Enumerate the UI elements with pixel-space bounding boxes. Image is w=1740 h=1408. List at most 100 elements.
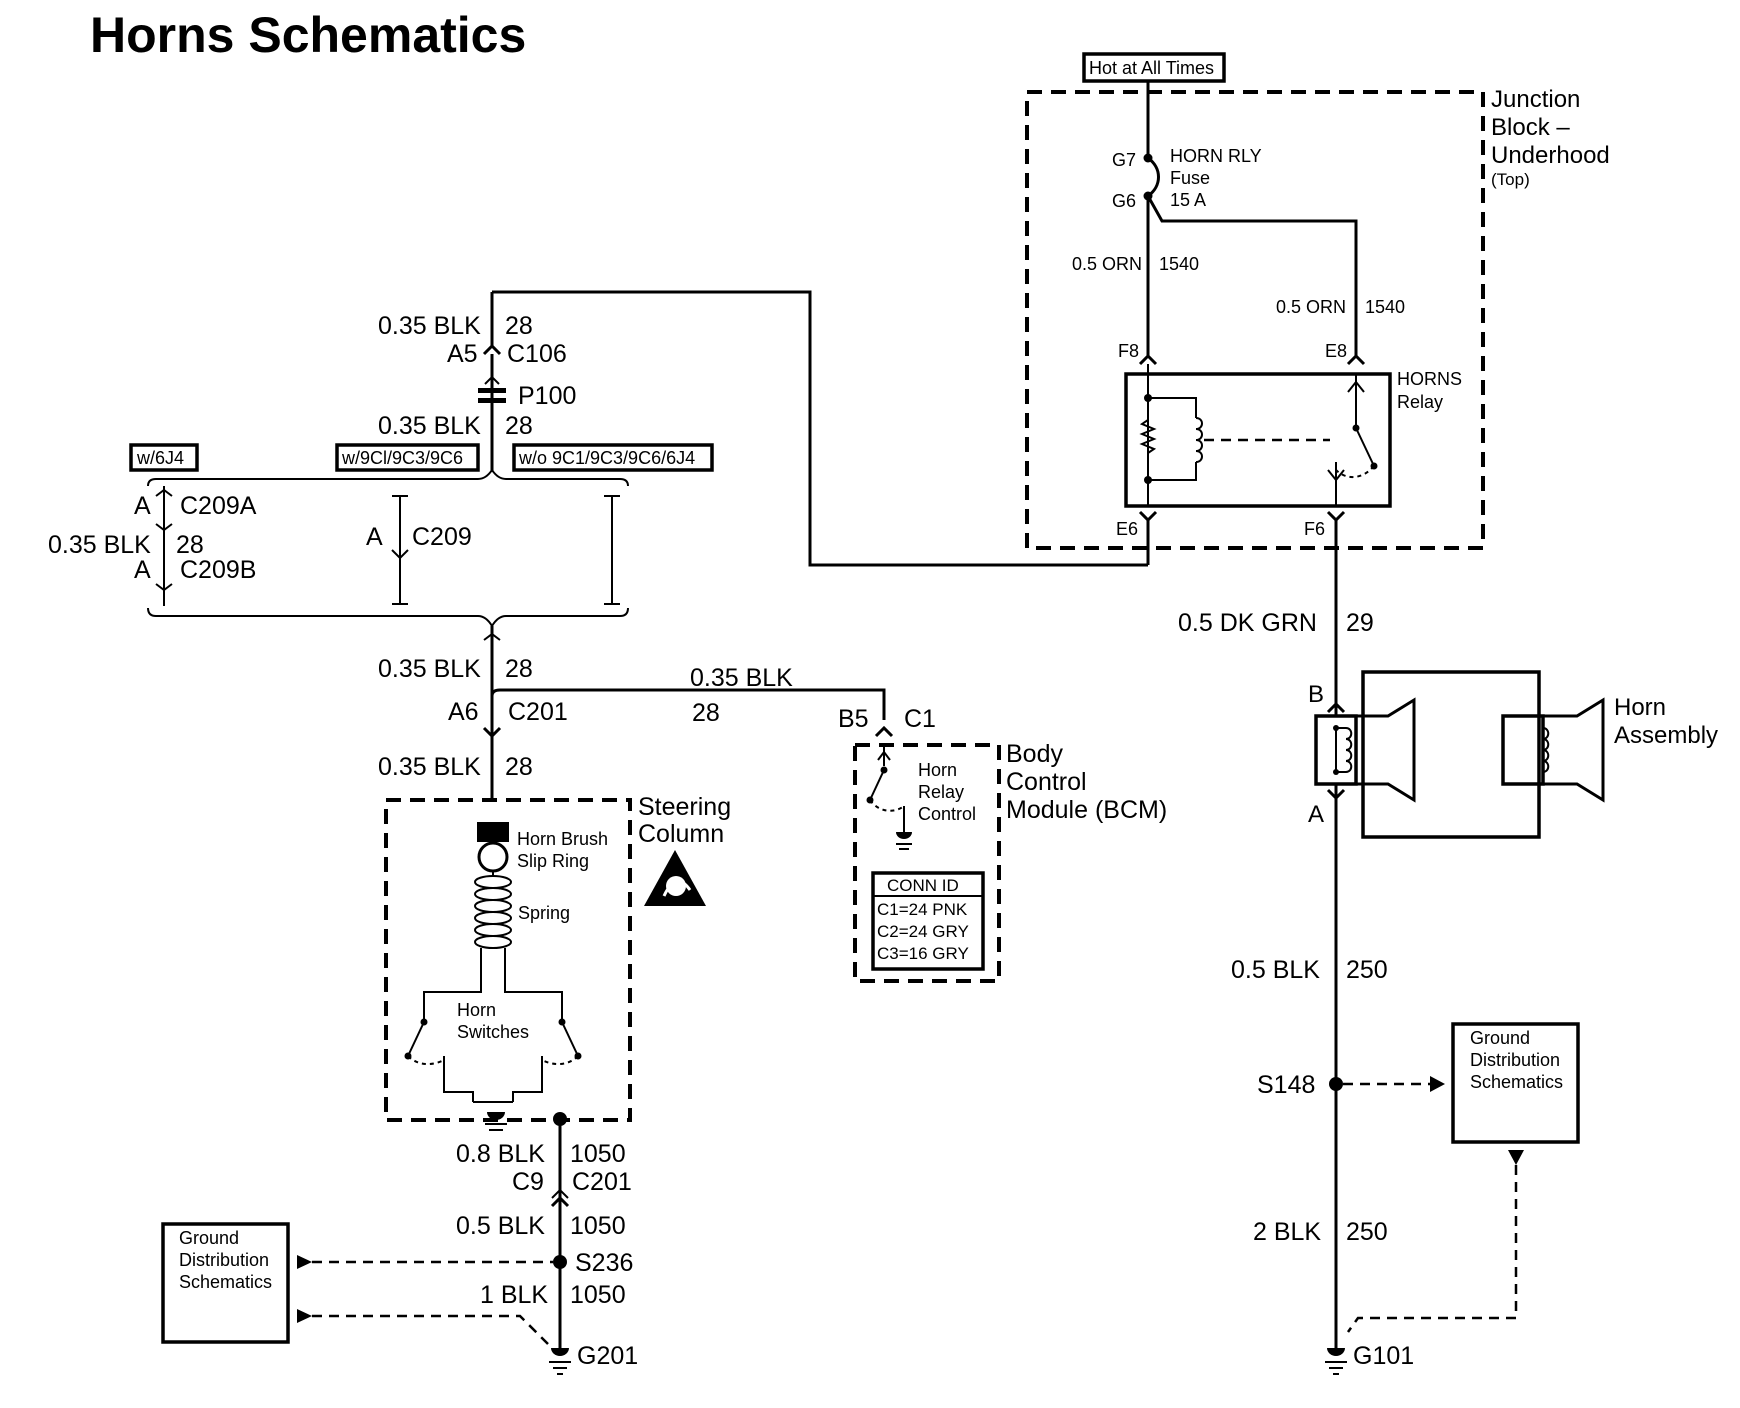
wire-28-low-gauge: 0.35 BLK	[378, 753, 481, 781]
svg-text:Control: Control	[918, 804, 976, 824]
horns-relay-label: HORNS Relay	[1397, 369, 1462, 412]
svg-text:Column: Column	[638, 820, 724, 848]
hot-at-all-times-text: Hot at All Times	[1089, 58, 1214, 78]
fuse-element-icon	[1147, 156, 1160, 198]
option-bypass-caps	[604, 495, 620, 605]
svg-text:15 A: 15 A	[1170, 190, 1206, 210]
steering-column-outline	[384, 798, 632, 1122]
c201-bottom-name: C201	[572, 1168, 632, 1196]
horns-relay-box	[1124, 372, 1392, 508]
gds-left-arrow-g201	[297, 1309, 312, 1323]
splice-s236: S236	[575, 1249, 633, 1277]
junction-block-label: Junction Block – Underhood (Top)	[1491, 86, 1610, 189]
gds-left-box[interactable]	[161, 1222, 290, 1344]
svg-text:Switches: Switches	[457, 1022, 529, 1042]
wire-28-p100-circuit: 28	[505, 412, 533, 440]
hot-at-all-times-label: Hot at All Times	[1082, 52, 1226, 83]
svg-text:Horn: Horn	[918, 760, 957, 780]
c209b-name: C209B	[180, 556, 256, 584]
horn-switch-travel	[407, 1055, 579, 1066]
gds-left-arrow-s236	[297, 1255, 312, 1269]
relay-pin-e8-icon	[1346, 353, 1366, 366]
fuse-label: HORN RLY Fuse 15 A	[1170, 146, 1262, 210]
svg-text:Horn: Horn	[1614, 694, 1666, 721]
svg-text:Distribution: Distribution	[179, 1250, 269, 1270]
svg-text:(Top): (Top)	[1491, 170, 1530, 189]
svg-text:C3=16 GRY: C3=16 GRY	[877, 944, 969, 963]
fuse-pin-g7: G7	[1112, 150, 1136, 170]
c209a-arrow	[155, 523, 173, 532]
ground-g101-icon	[1325, 1348, 1347, 1375]
option-w9c: w/9Cl/9C3/9C6	[335, 443, 480, 472]
page-title: Horns Schematics	[90, 7, 526, 63]
conn-id-table: CONN ID C1=24 PNK C2=24 GRY C3=16 GRY	[871, 871, 985, 971]
svg-text:Relay: Relay	[1397, 392, 1443, 412]
horn-assembly-outline	[1361, 670, 1541, 839]
c201-bottom-icon	[550, 1195, 570, 1208]
c209-icon	[391, 549, 409, 560]
wire-relay-to-c106	[492, 290, 1148, 567]
option-brace-bottom	[147, 607, 629, 628]
horn2-speaker-icon	[1543, 697, 1605, 803]
svg-text:Slip Ring: Slip Ring	[517, 851, 589, 871]
svg-text:Control: Control	[1006, 768, 1087, 796]
c209a-pin: A	[134, 492, 151, 520]
svg-text:w/6J4: w/6J4	[136, 448, 184, 468]
bcm-conn-pin: B5	[838, 705, 869, 733]
bcm-ground-icon	[896, 832, 912, 850]
horn-pin-b-icon	[1326, 701, 1346, 714]
c201-top-icon	[482, 726, 502, 739]
ground-g201-icon	[549, 1348, 571, 1375]
relay-pin-e6-icon	[1138, 510, 1158, 523]
wire-1050a-circuit: 1050	[570, 1140, 626, 1168]
wire-28-mid-gauge: 0.35 BLK	[378, 655, 481, 683]
wire-28-bcm	[490, 688, 886, 720]
bcm-c1-icon	[874, 725, 894, 738]
wire-250b-circuit: 250	[1346, 1218, 1388, 1246]
wire-28-bcm-circuit: 28	[692, 699, 720, 727]
gds-right-box[interactable]	[1451, 1022, 1580, 1144]
wire-1540b-gauge: 0.5 ORN	[1276, 297, 1346, 317]
c106-icon	[482, 343, 502, 356]
horn-relay-control-label: Horn Relay Control	[918, 760, 976, 824]
wire-28-p100-gauge: 0.35 BLK	[378, 412, 481, 440]
horn-switch-right-icon	[561, 1021, 579, 1057]
horn-switch-ground-wires	[443, 1056, 543, 1102]
steering-column-ground-icon	[473, 1101, 513, 1131]
relay-resistor-icon	[1139, 419, 1157, 454]
wire-28-bcm-gauge: 0.35 BLK	[690, 664, 793, 692]
wire-250a-circuit: 250	[1346, 956, 1388, 984]
wire-1050b-gauge: 0.5 BLK	[456, 1212, 545, 1240]
wire-250b-gauge: 2 BLK	[1253, 1218, 1321, 1246]
horn-pin-a: A	[1308, 801, 1324, 828]
c209b-icon	[155, 583, 173, 592]
bcm-switch-blade-icon	[869, 769, 885, 801]
wire-1540a-circuit: 1540	[1159, 254, 1199, 274]
wire-29-circuit: 29	[1346, 609, 1374, 637]
c209b-pin: A	[134, 556, 151, 584]
horn1-speaker-icon	[1356, 697, 1416, 803]
c209a-name: C209A	[180, 492, 257, 520]
c201-bottom-pin: C9	[512, 1168, 544, 1196]
c209-name: C209	[412, 523, 472, 551]
relay-pin-f8-icon	[1138, 353, 1158, 366]
wire-28-low-circuit: 28	[505, 753, 533, 781]
c201-top-pin: A6	[448, 698, 479, 726]
relay-switch-top-arrow	[1347, 380, 1365, 393]
wire-1050a-gauge: 0.8 BLK	[456, 1140, 545, 1168]
relay-pin-e6: E6	[1116, 519, 1138, 539]
svg-text:Horn Brush: Horn Brush	[517, 829, 608, 849]
svg-text:Ground: Ground	[179, 1228, 239, 1248]
svg-text:HORNS: HORNS	[1397, 369, 1462, 389]
svg-text:Module (BCM): Module (BCM)	[1006, 796, 1167, 824]
wire-250a-gauge: 0.5 BLK	[1231, 956, 1320, 984]
c209-pin: A	[366, 523, 383, 551]
option-brace-top	[147, 468, 629, 487]
p100-icon	[478, 375, 506, 403]
gds-right-arrow-s148	[1430, 1076, 1445, 1092]
slip-ring-icon	[477, 841, 509, 873]
bcm-conn-name: C1	[904, 705, 936, 733]
c106-pin: A5	[447, 340, 478, 368]
wire-28-c209-gauge: 0.35 BLK	[48, 531, 151, 559]
